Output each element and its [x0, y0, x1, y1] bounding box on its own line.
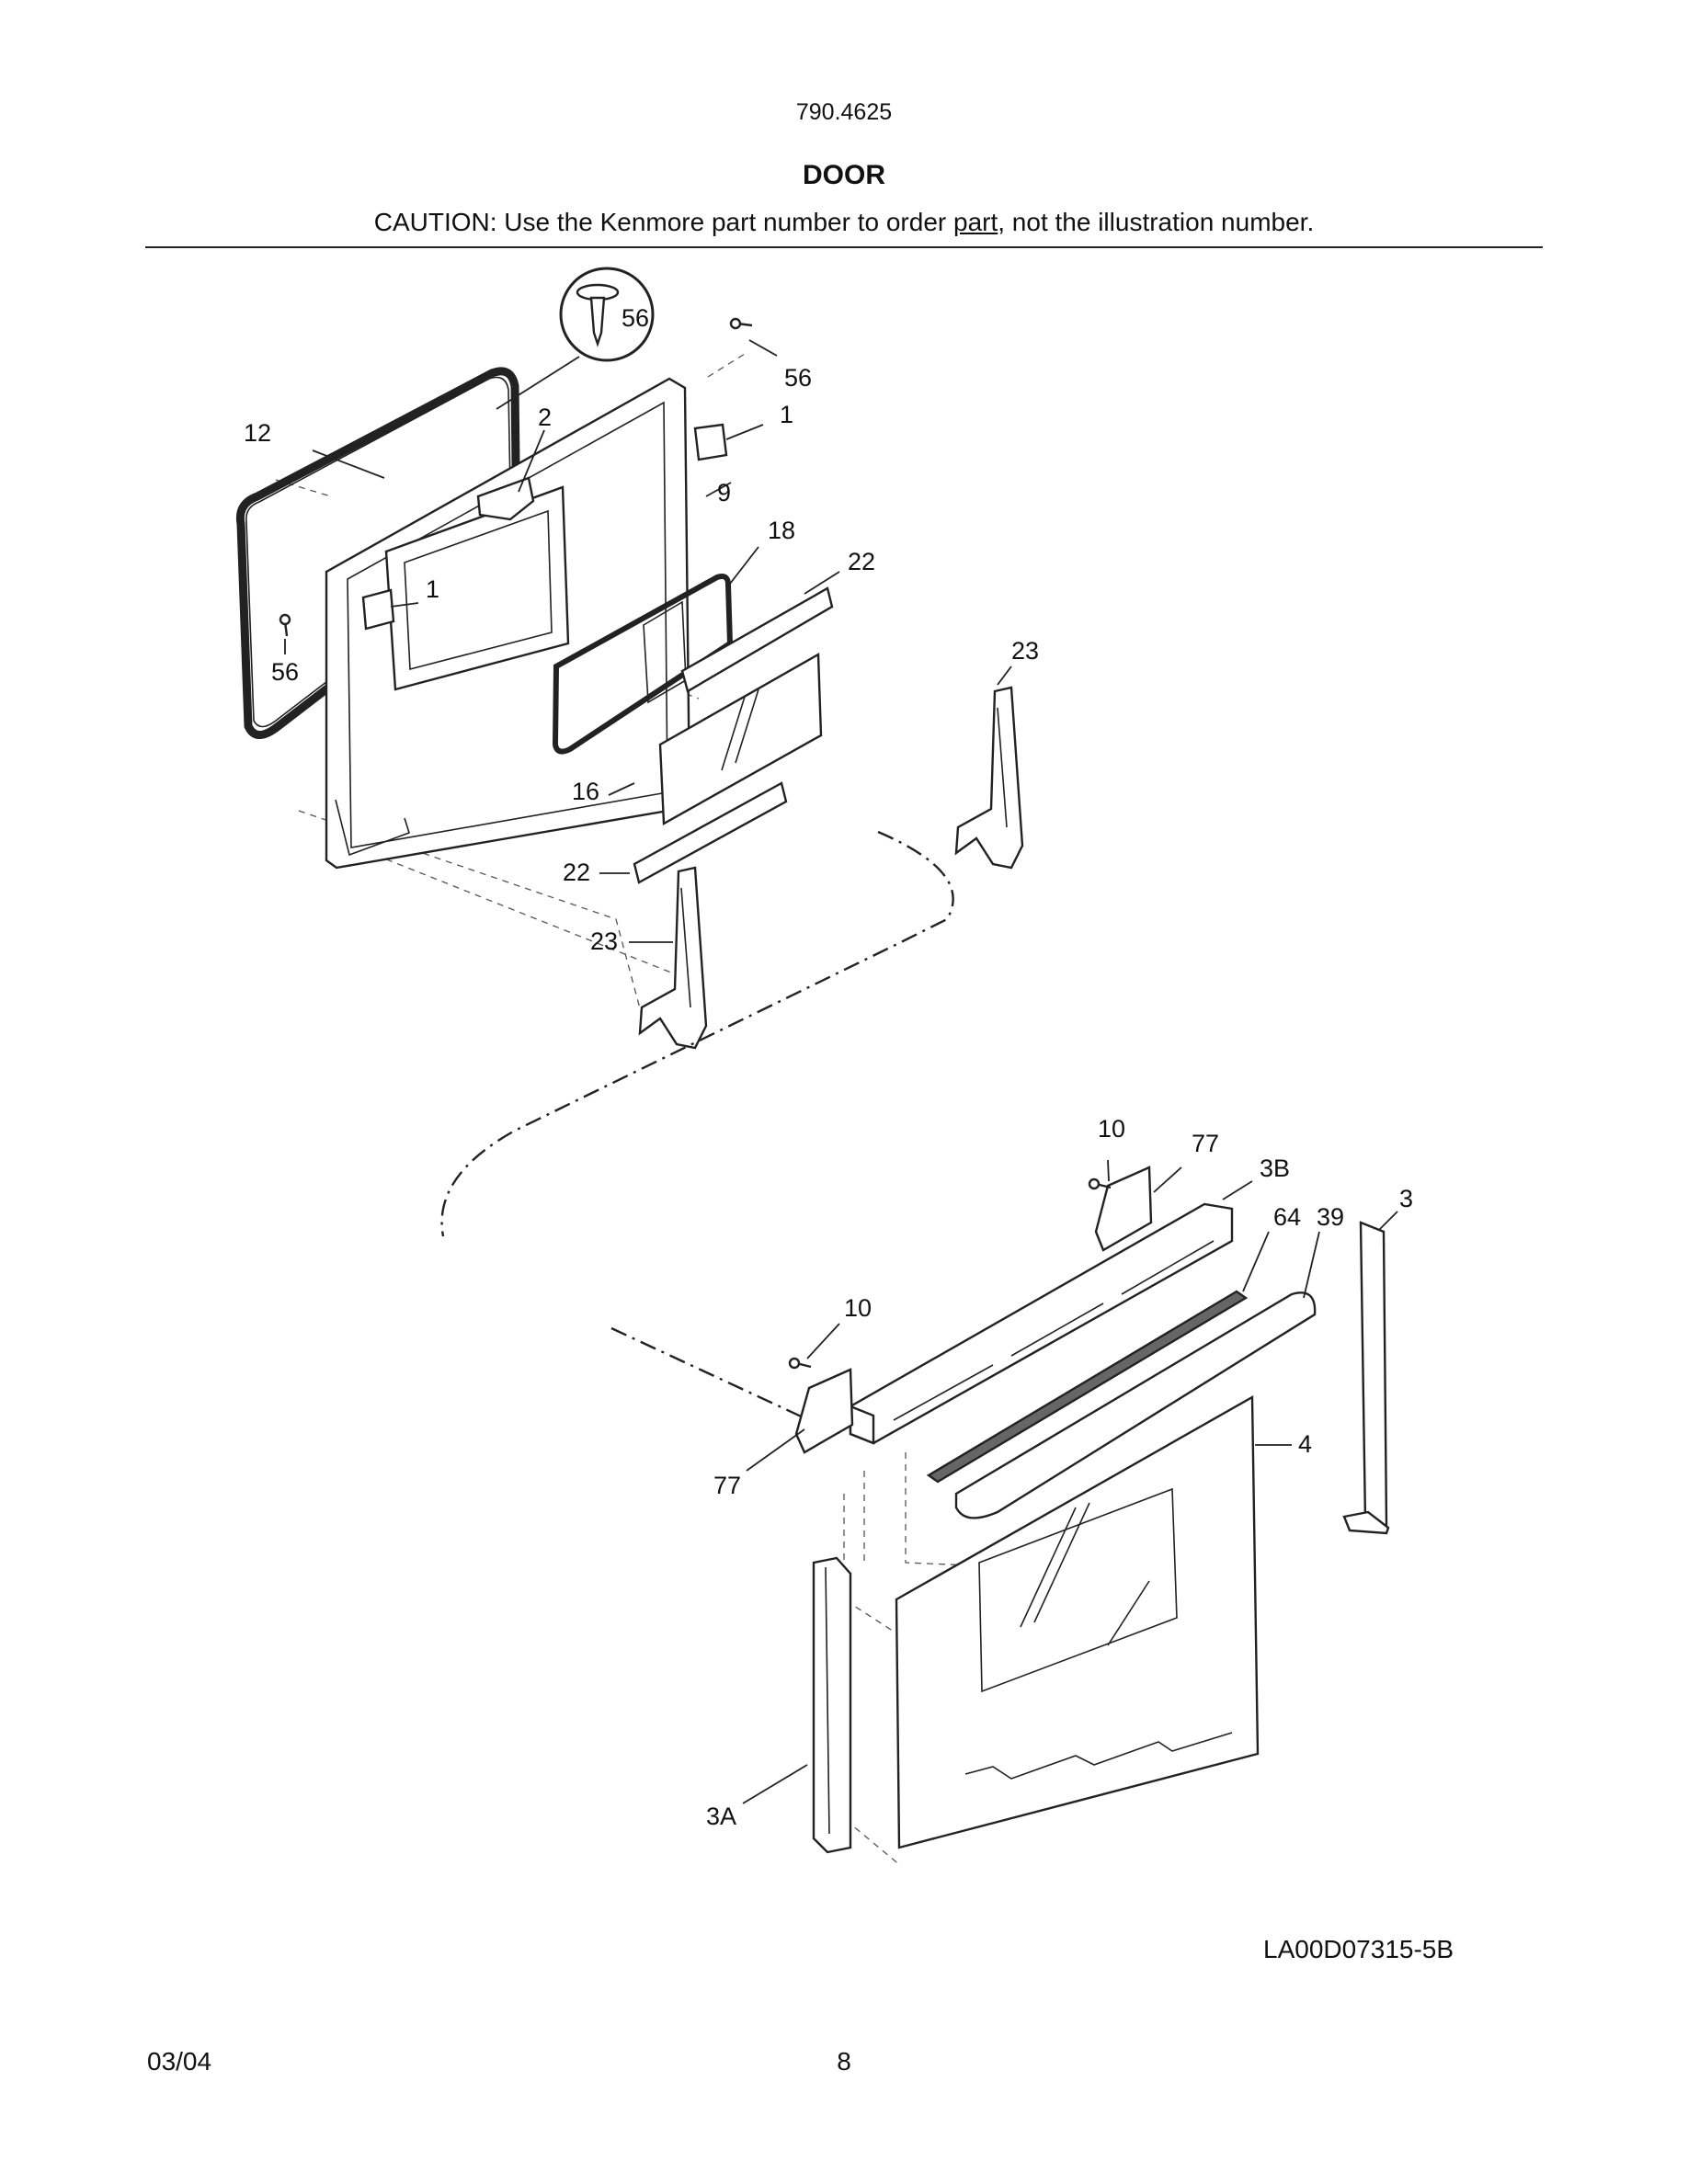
screw-left[interactable]: [279, 613, 291, 637]
caution-prefix: CAUTION: Use the Kenmore part number to …: [373, 208, 953, 236]
callout-hinge-receptacle-left: 1: [426, 575, 439, 603]
callout-door-gasket: 12: [244, 419, 271, 447]
callout-hinge-receptacle-top: 1: [780, 401, 793, 428]
handle-seal[interactable]: [926, 1290, 1249, 1484]
callout-labels: 56 56 56 12 2 1 1 9 18 22 16 22 23 23 10…: [244, 304, 1413, 1830]
leader-lines: [284, 339, 1398, 1804]
callout-window-pack: 18: [768, 517, 795, 544]
glass-retainer-top[interactable]: [680, 586, 834, 693]
drawing-id: LA00D07315-5B: [1263, 1935, 1454, 1963]
callout-trim-right: 3: [1399, 1185, 1413, 1212]
hinge-left[interactable]: [638, 866, 708, 1050]
hinge-receptacle-top[interactable]: [693, 423, 728, 461]
caution-note: CAUTION: Use the Kenmore part number to …: [0, 208, 1688, 237]
callout-screw-left-lower: 10: [844, 1294, 872, 1322]
caution-link[interactable]: part: [953, 208, 998, 236]
screw-top[interactable]: [729, 317, 753, 330]
glass-retainer-bottom[interactable]: [633, 781, 788, 884]
header-rule: [145, 246, 1543, 248]
callout-screw-top: 56: [784, 364, 812, 392]
hinge-right[interactable]: [954, 686, 1024, 870]
callout-screw-detail: 56: [622, 304, 649, 332]
hinge-receptacle-left[interactable]: [361, 588, 395, 631]
callout-handle-seal: 64: [1273, 1203, 1301, 1231]
section-title: DOOR: [803, 160, 885, 190]
callout-door-trim-top: 3B: [1260, 1155, 1290, 1182]
callout-handle-bracket-left: 77: [713, 1472, 741, 1499]
handle-bracket-right[interactable]: [1094, 1166, 1153, 1252]
inner-door[interactable]: [325, 377, 691, 870]
handle[interactable]: [954, 1291, 1317, 1519]
callout-hinge-left: 23: [590, 927, 618, 955]
model-number: 790.4625: [795, 99, 893, 125]
callout-window-glass: 16: [572, 778, 599, 805]
screw-left-lower[interactable]: [788, 1357, 812, 1370]
trim-left[interactable]: [812, 1556, 852, 1854]
callout-handle: 39: [1317, 1203, 1344, 1231]
caution-suffix: , not the illustration number.: [998, 208, 1315, 236]
outer-door-glass[interactable]: [895, 1394, 1260, 1849]
screw-detail-callout: [496, 267, 655, 410]
handle-bracket-left[interactable]: [794, 1368, 854, 1454]
window-glass[interactable]: [658, 652, 823, 825]
callout-trim-left: 3A: [706, 1803, 736, 1830]
callout-screw-left: 56: [271, 658, 299, 686]
revision-date: 03/04: [147, 2047, 212, 2076]
callout-screw-top-right: 10: [1098, 1115, 1125, 1143]
trim-right[interactable]: [1342, 1221, 1390, 1535]
callout-inner-door: 9: [717, 479, 731, 506]
callout-glass-retainer-bottom: 22: [563, 859, 590, 886]
callout-handle-bracket-right: 77: [1192, 1130, 1219, 1157]
screw-top-right[interactable]: [1088, 1177, 1112, 1190]
door-trim-top[interactable]: [849, 1202, 1234, 1445]
callout-bracket-top: 2: [538, 404, 552, 431]
callout-glass-retainer-top: 22: [848, 548, 875, 575]
page-number: 8: [837, 2047, 851, 2076]
door-gasket[interactable]: [235, 367, 521, 739]
assembly-link-line: [440, 830, 954, 1237]
callout-hinge-right: 23: [1011, 637, 1039, 665]
callout-outer-door-glass: 4: [1298, 1430, 1312, 1458]
